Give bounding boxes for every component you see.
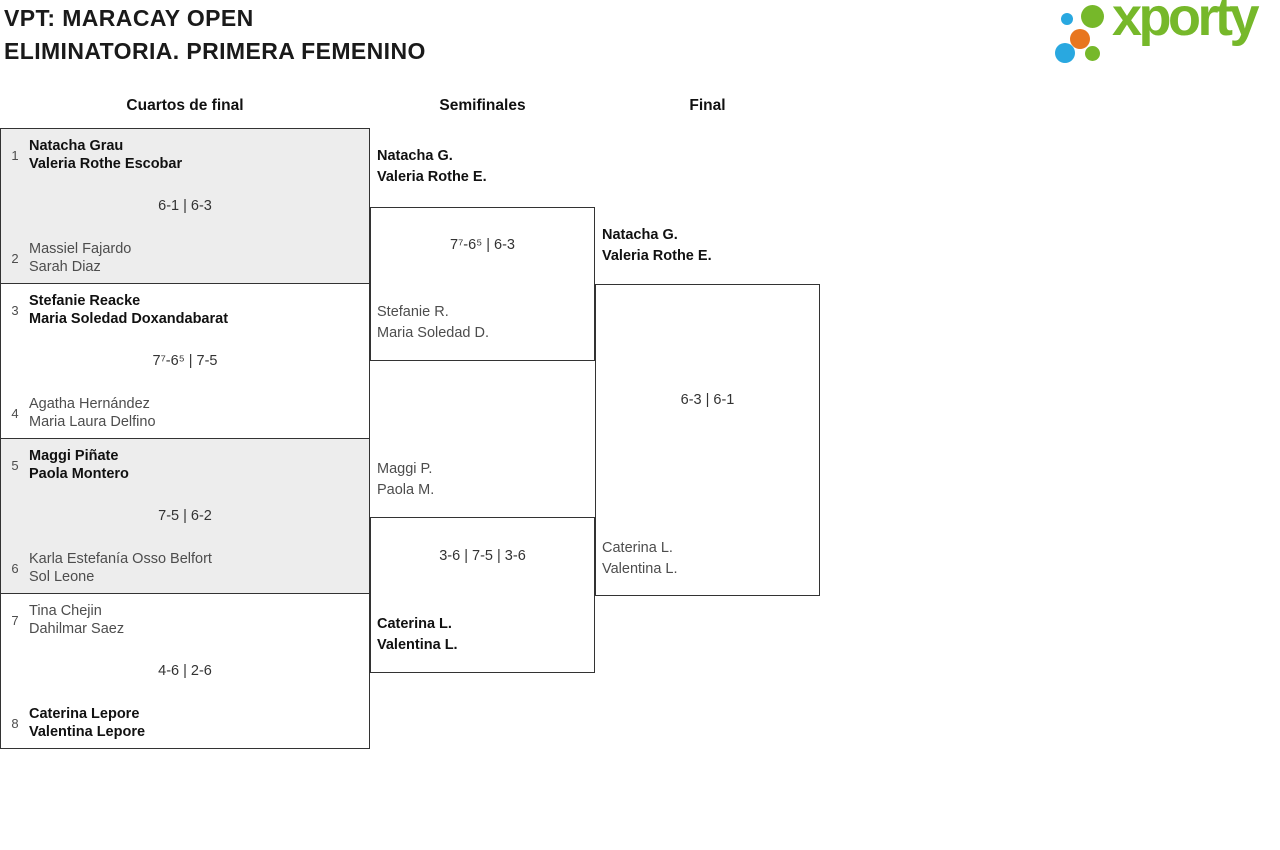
player-name: Paola M. [377,482,435,498]
logo-dot-orange-icon [1070,29,1090,49]
team-row: 6 Karla Estefanía Osso Belfort Sol Leone [7,550,212,586]
sf1-team-bottom: Stefanie R. Maria Soledad D. [377,302,489,344]
player-name: Natacha G. [377,148,453,164]
team-row: 4 Agatha Hernández Maria Laura Delfino [7,395,156,431]
final-team-bottom: Caterina L. Valentina L. [602,538,678,580]
player-name: Sarah Diaz [29,259,101,275]
team-row: 1 Natacha Grau Valeria Rothe Escobar [7,137,182,173]
player-name: Caterina L. [377,616,452,632]
seed-number: 3 [11,302,19,318]
tournament-title: VPT: MARACAY OPEN [4,5,254,31]
sf-match-1-box [370,207,595,361]
player-name: Maria Soledad Doxandabarat [29,311,229,327]
player-name: Stefanie Reacke [29,293,141,309]
sf2-team-top: Maggi P. Paola M. [377,459,434,501]
xporty-logo-text: xporty [1112,0,1260,47]
player-name: Valentina Lepore [29,724,146,740]
team-names: Karla Estefanía Osso Belfort Sol Leone [29,550,212,586]
team-row: 2 Massiel Fajardo Sarah Diaz [7,240,131,276]
player-name: Caterina L. [602,540,673,556]
round-header-semifinales: Semifinales [439,97,526,114]
sf1-score: 7⁷-6⁵ | 6-3 [450,237,515,253]
player-name: Valeria Rothe Escobar [29,156,183,172]
page-title: VPT: MARACAY OPEN ELIMINATORIA. PRIMERA … [4,2,426,68]
seed-number: 4 [11,405,19,421]
player-name: Valentina L. [602,561,678,577]
player-name: Massiel Fajardo [29,241,132,257]
final-score: 6-3 | 6-1 [680,392,735,408]
qf-match-1: 1 Natacha Grau Valeria Rothe Escobar 6-1… [0,128,370,284]
seed-number: 7 [11,612,19,628]
team-row: 8 Caterina Lepore Valentina Lepore [7,705,145,741]
player-name: Valentina L. [377,637,458,653]
team-row: 7 Tina Chejin Dahilmar Saez [7,602,124,638]
seed-number: 6 [11,560,19,576]
qf-match-3: 5 Maggi Piñate Paola Montero 7-5 | 6-2 6… [0,438,370,594]
qf-match-4: 7 Tina Chejin Dahilmar Saez 4-6 | 2-6 8 … [0,593,370,749]
player-name: Sol Leone [29,569,95,585]
player-name: Stefanie R. [377,304,449,320]
final-team-top: Natacha G. Valeria Rothe E. [602,225,712,267]
match-score: 4-6 | 2-6 [158,663,212,679]
player-name: Natacha Grau [29,138,124,154]
bracket-subtitle: ELIMINATORIA. PRIMERA FEMENINO [4,38,426,64]
team-names: Natacha Grau Valeria Rothe Escobar [29,137,182,173]
team-names: Stefanie Reacke Maria Soledad Doxandabar… [29,292,228,328]
logo-dot-green-small-icon [1085,46,1100,61]
team-names: Tina Chejin Dahilmar Saez [29,602,124,638]
seed-number: 1 [11,147,19,163]
player-name: Agatha Hernández [29,396,150,412]
final-match-box [595,284,820,596]
round-header-final: Final [689,97,726,114]
seed-number: 5 [11,457,19,473]
player-name: Tina Chejin [29,603,102,619]
seed-number: 2 [11,250,19,266]
player-name: Karla Estefanía Osso Belfort [29,551,212,567]
seed-number: 8 [11,715,19,731]
match-score: 6-1 | 6-3 [158,198,212,214]
player-name: Caterina Lepore [29,706,140,722]
player-name: Natacha G. [602,227,678,243]
player-name: Paola Montero [29,466,129,482]
sf2-team-bottom: Caterina L. Valentina L. [377,614,458,656]
player-name: Dahilmar Saez [29,621,125,637]
sf-match-2-box [370,517,595,673]
round-header-cuartos-de-final: Cuartos de final [126,97,244,114]
match-score: 7-5 | 6-2 [158,508,212,524]
match-score: 7⁷-6⁵ | 7-5 [152,353,218,369]
team-names: Caterina Lepore Valentina Lepore [29,705,145,741]
team-names: Maggi Piñate Paola Montero [29,447,129,483]
logo-dot-blue-large-icon [1055,43,1075,63]
logo-dot-green-large-icon [1081,5,1104,28]
player-name: Maggi Piñate [29,448,119,464]
logo-dot-blue-small-icon [1061,13,1073,25]
sf2-score: 3-6 | 7-5 | 3-6 [439,548,526,564]
team-names: Agatha Hernández Maria Laura Delfino [29,395,156,431]
team-row: 3 Stefanie Reacke Maria Soledad Doxandab… [7,292,228,328]
player-name: Maria Soledad D. [377,325,490,341]
player-name: Valeria Rothe E. [377,169,487,185]
player-name: Maria Laura Delfino [29,414,156,430]
xporty-logo[interactable]: xporty [1048,0,1278,72]
player-name: Valeria Rothe E. [602,248,712,264]
qf-match-2: 3 Stefanie Reacke Maria Soledad Doxandab… [0,283,370,439]
team-row: 5 Maggi Piñate Paola Montero [7,447,129,483]
team-names: Massiel Fajardo Sarah Diaz [29,240,131,276]
player-name: Maggi P. [377,461,433,477]
sf1-team-top: Natacha G. Valeria Rothe E. [377,146,487,188]
